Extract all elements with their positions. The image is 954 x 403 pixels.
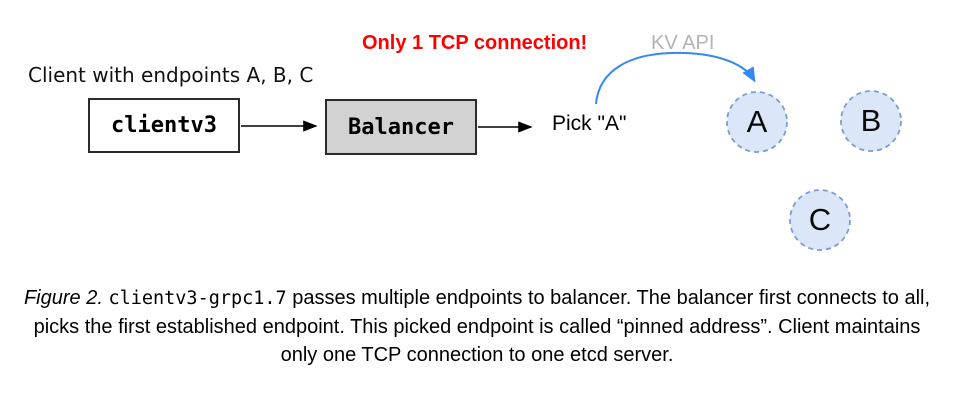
- endpoint-a-letter: A: [746, 104, 768, 139]
- client-endpoints-label: Client with endpoints A, B, C: [28, 63, 314, 87]
- figure-caption: Figure 2. clientv3-grpc1.7 passes multip…: [0, 284, 954, 369]
- endpoint-c-letter: C: [808, 202, 832, 237]
- figure-caption-text: Figure 2. clientv3-grpc1.7 passes multip…: [21, 284, 933, 369]
- balancer-node-label: Balancer: [348, 114, 454, 140]
- figure-number-label: Figure 2.: [23, 287, 103, 309]
- kv-api-arrow: [595, 51, 756, 105]
- balancer-node: Balancer: [325, 99, 477, 155]
- tcp-connection-note: Only 1 TCP connection!: [362, 32, 588, 54]
- endpoint-a-circle: [726, 91, 788, 153]
- endpoint-b-circle: [840, 90, 902, 152]
- clientv3-node: clientv3: [88, 98, 240, 153]
- figure-caption-code: clientv3-grpc1.7: [108, 288, 287, 309]
- clientv3-node-label: clientv3: [111, 113, 217, 138]
- figure-caption-body: passes multiple endpoints to balancer. T…: [33, 287, 931, 366]
- kv-api-label: KV API: [651, 32, 715, 54]
- pick-a-label: Pick "A": [552, 112, 627, 135]
- endpoint-c-circle: [789, 189, 851, 251]
- endpoint-b-letter: B: [860, 103, 882, 138]
